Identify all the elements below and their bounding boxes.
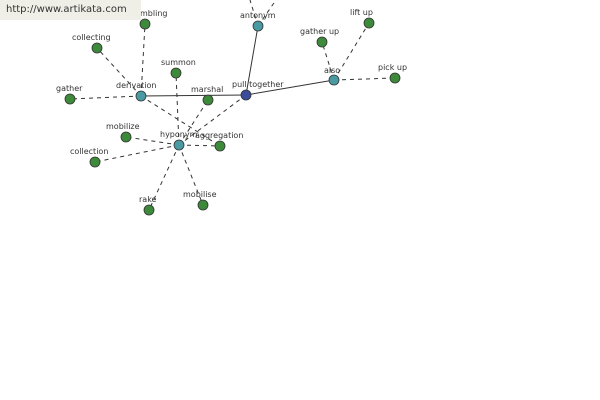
edge-pull-together-antonym	[245, 25, 259, 96]
node-dot-lift-up[interactable]	[363, 17, 375, 29]
node-dot-hyponym[interactable]	[173, 139, 185, 151]
edge-hyponym-marshal	[178, 99, 209, 146]
node-label-assembling: mbling	[140, 9, 167, 18]
node-aggregation[interactable]: aggregation	[195, 131, 243, 152]
node-rake[interactable]: rake	[139, 195, 157, 216]
edge-hyponym-mobilize	[125, 136, 180, 146]
node-dot-gather-up[interactable]	[316, 36, 328, 48]
node-label-aggregation: aggregation	[195, 131, 243, 140]
node-summon[interactable]: summon	[161, 58, 196, 79]
node-label-hyponym: hyponym	[160, 130, 198, 139]
node-gather[interactable]: gather	[56, 84, 83, 105]
node-dot-collection[interactable]	[89, 156, 101, 168]
node-dot-pick-up[interactable]	[389, 72, 401, 84]
node-mobilize[interactable]: mobilize	[106, 122, 140, 143]
node-mobilise[interactable]: mobilise	[183, 190, 217, 211]
edge-hyponym-collection	[94, 144, 180, 163]
node-collecting[interactable]: collecting	[72, 33, 111, 54]
edge-also-gather-up	[321, 41, 335, 81]
node-also[interactable]: also	[324, 66, 340, 86]
node-label-collection: collection	[70, 147, 108, 156]
node-dot-gather[interactable]	[64, 93, 76, 105]
edge-antonym-offscreen-2	[257, 0, 277, 27]
node-label-marshal: marshal	[191, 85, 223, 94]
edge-pull-together-also	[245, 79, 335, 96]
node-dot-pull-together[interactable]	[240, 89, 252, 101]
node-label-collecting: collecting	[72, 33, 111, 42]
node-gather-up[interactable]: gather up	[300, 27, 339, 48]
edge-pull-together-hyponym	[178, 94, 247, 146]
node-dot-derivation[interactable]	[135, 90, 147, 102]
edge-derivation-collecting	[96, 47, 142, 97]
node-dot-antonym[interactable]	[252, 20, 264, 32]
node-label-rake: rake	[139, 195, 157, 204]
edge-hyponym-mobilise	[178, 144, 204, 206]
node-label-derivation: derivation	[116, 81, 156, 90]
node-pull-together[interactable]: pull together	[232, 80, 284, 101]
node-label-antonym: antonym	[240, 11, 276, 20]
node-label-gather: gather	[56, 84, 83, 93]
node-hyponym[interactable]: hyponym	[160, 130, 198, 151]
edge-pull-together-derivation	[140, 94, 247, 97]
node-antonym[interactable]: antonym	[240, 11, 276, 32]
node-dot-summon[interactable]	[170, 67, 182, 79]
edge-also-lift-up	[333, 22, 370, 81]
node-dot-mobilize[interactable]	[120, 131, 132, 143]
node-dot-collecting[interactable]	[91, 42, 103, 54]
node-label-lift-up: lift up	[350, 8, 373, 17]
node-derivation[interactable]: derivation	[116, 81, 156, 102]
edge-hyponym-rake	[148, 144, 180, 211]
edge-also-pick-up	[333, 77, 396, 81]
edge-derivation-gather	[69, 95, 142, 100]
node-dot-marshal[interactable]	[202, 94, 214, 106]
node-label-gather-up: gather up	[300, 27, 339, 36]
node-dot-mobilise[interactable]	[197, 199, 209, 211]
node-assembling[interactable]: mbling	[139, 9, 167, 30]
graph-edges	[69, 0, 396, 211]
node-collection[interactable]: collection	[70, 147, 108, 168]
node-dot-aggregation[interactable]	[214, 140, 226, 152]
node-label-mobilize: mobilize	[106, 122, 140, 131]
node-dot-also[interactable]	[328, 74, 340, 86]
watermark-url[interactable]: http://www.artikata.com	[0, 0, 141, 20]
node-marshal[interactable]: marshal	[191, 85, 223, 106]
node-label-also: also	[324, 66, 340, 75]
node-label-pull-together: pull together	[232, 80, 284, 89]
graph-nodes: pull together antonym also derivation hypony…	[56, 8, 407, 216]
node-label-pick-up: pick up	[378, 63, 407, 72]
node-label-mobilise: mobilise	[183, 190, 217, 199]
edge-hyponym-aggregation	[178, 144, 221, 147]
node-lift-up[interactable]: lift up	[350, 8, 375, 29]
node-dot-rake[interactable]	[143, 204, 155, 216]
node-dot-assembling[interactable]	[139, 18, 151, 30]
node-label-summon: summon	[161, 58, 196, 67]
node-pick-up[interactable]: pick up	[378, 63, 407, 84]
